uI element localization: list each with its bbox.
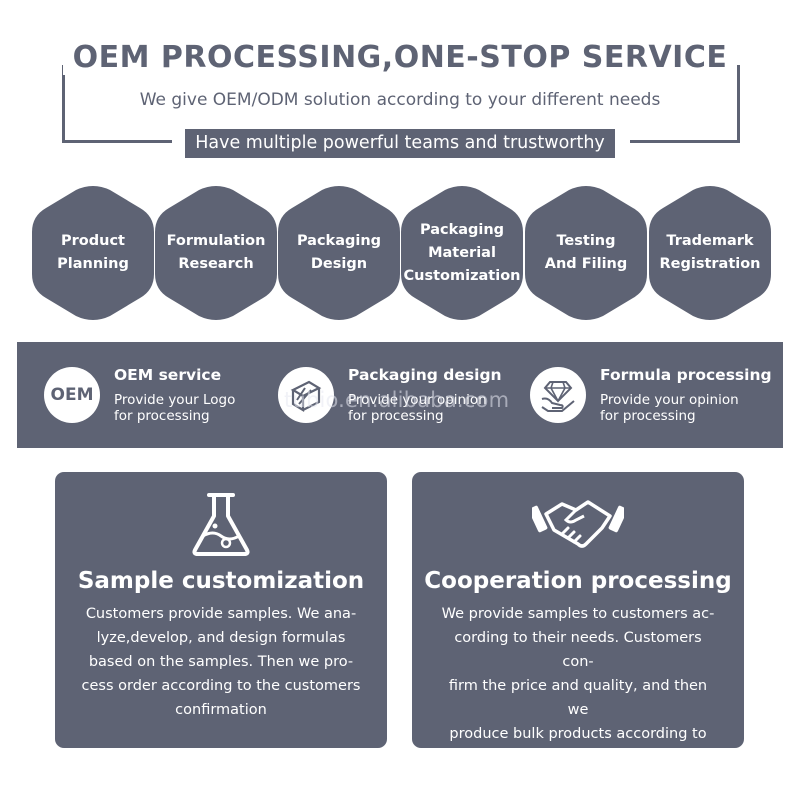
hex-label: Formulation Research [166, 233, 266, 272]
hex-label: Packaging Material Customization [403, 221, 521, 284]
service-title: Formula processing [600, 366, 772, 384]
service-desc: Provide your Logo for processing [114, 392, 236, 424]
flask-icon [55, 492, 387, 558]
card-title: Cooperation processing [424, 568, 732, 594]
card-text: Customers provide samples. We ana- lyze,… [81, 606, 361, 718]
page-title: OEM PROCESSING,ONE-STOP SERVICE [0, 40, 800, 75]
service-title: Packaging design [348, 366, 502, 384]
service-title: OEM service [114, 366, 222, 384]
hex-label: Packaging Design [296, 233, 382, 272]
diamond-hand-icon [530, 367, 586, 423]
watermark: tubio.en.alibaba.com [284, 388, 510, 412]
card-cooperation-processing: Cooperation processing We provide sample… [412, 472, 744, 766]
page-subtitle: We give OEM/ODM solution according to yo… [139, 90, 661, 110]
hex-testing-filing: Testing And Filing [525, 186, 647, 320]
hex-packaging-material: Packaging Material Customization [401, 186, 523, 320]
hex-label: Testing And Filing [544, 233, 628, 272]
hex-formulation-research: Formulation Research [155, 186, 277, 320]
teams-banner: Have multiple powerful teams and trustwo… [185, 129, 615, 158]
packaging-box-icon [278, 367, 334, 423]
card-sample-customization: Sample customization Customers provide s… [55, 472, 387, 748]
service-hexagons: Product Planning Formulation Research Pa… [32, 186, 772, 320]
hex-label: Trademark Registration [659, 233, 761, 272]
card-title: Sample customization [77, 568, 365, 594]
handshake-icon [412, 492, 744, 558]
oem-icon: OEM [44, 367, 100, 423]
hex-product-planning: Product Planning [32, 186, 154, 320]
hex-label: Product Planning [57, 233, 129, 272]
hex-packaging-design: Packaging Design [278, 186, 400, 320]
service-desc: Provide your opinion for processing [348, 392, 487, 424]
service-desc: Provide your opinion for processing [600, 392, 739, 424]
services-strip: OEM OEM service Provide your Logo for pr… [17, 342, 783, 448]
hex-trademark-registration: Trademark Registration [649, 186, 771, 320]
card-text: We provide samples to customers ac- cord… [441, 606, 715, 766]
